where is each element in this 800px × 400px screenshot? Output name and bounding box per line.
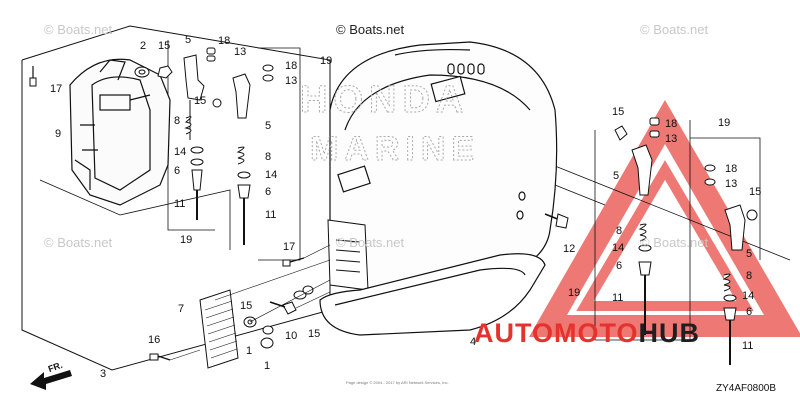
callout-5d: 5	[746, 248, 753, 260]
callout-15b: 15	[194, 95, 207, 107]
callout-4: 4	[470, 336, 477, 348]
callout-17b: 17	[283, 241, 296, 253]
logo-triangle	[529, 99, 800, 337]
callout-13b: 13	[285, 75, 298, 87]
callout-6a: 6	[174, 165, 181, 177]
callout-18c: 18	[665, 118, 678, 130]
cover-lettering: HONDA MARINE	[300, 79, 480, 169]
callout-15f: 15	[749, 186, 762, 198]
callout-8c: 8	[616, 225, 623, 237]
callout-5c: 5	[613, 170, 620, 182]
watermark-center-mid: © Boats.net	[336, 235, 405, 250]
callout-6d: 6	[746, 306, 753, 318]
grille-part-7	[199, 289, 239, 369]
front-direction-arrow	[30, 370, 72, 390]
bracket-box-19b	[258, 47, 301, 261]
bracket-box-19d	[690, 137, 761, 260]
callout-18a: 18	[218, 35, 231, 47]
callout-8a: 8	[174, 115, 181, 127]
callout-5b: 5	[265, 120, 272, 132]
watermark-left-mid: © Boats.net	[44, 235, 113, 250]
callout-14a: 14	[174, 146, 187, 158]
callout-10: 10	[285, 330, 298, 342]
callout-3: 3	[100, 368, 107, 380]
callout-1a: 1	[246, 345, 253, 357]
callout-9: 9	[55, 128, 62, 140]
callout-16: 16	[148, 334, 161, 346]
guide-lines	[169, 244, 331, 361]
top-cover-part-4	[329, 41, 558, 291]
intake-panel	[327, 219, 369, 291]
callout-15d: 15	[308, 328, 321, 340]
callout-19a: 19	[180, 234, 193, 246]
cover-vent-slots	[447, 63, 485, 75]
bolt-part-10	[269, 301, 297, 315]
callout-5a: 5	[185, 34, 192, 46]
fine-print: Page design © 2004 - 2017 by ARI Network…	[346, 380, 449, 385]
callout-1b: 1	[264, 360, 271, 372]
callout-14c: 14	[612, 242, 625, 254]
callout-11a: 11	[174, 198, 186, 210]
seal-rubber	[319, 253, 546, 336]
cover-lettering-line1: HONDA	[300, 79, 469, 121]
diagram-code: ZY4AF0800B	[716, 383, 777, 394]
bracket-assembly-left-a	[183, 47, 222, 220]
nut-part-15a	[157, 65, 173, 79]
automotohub-logo: AUTOMOTOHUB	[474, 318, 700, 349]
callout-19c: 19	[568, 287, 581, 299]
callout-13d: 13	[725, 178, 738, 190]
callout-13a: 13	[234, 46, 247, 58]
inner-cover-part-9	[69, 58, 171, 206]
bracket-assembly-left-b	[232, 64, 274, 245]
grommet-part-2	[134, 66, 150, 78]
logo-part1: AUTOMOTO	[474, 318, 639, 348]
bracket-assembly-right-c	[614, 117, 660, 335]
callout-6c: 6	[616, 260, 623, 272]
callout-13c: 13	[665, 133, 678, 145]
callout-12: 12	[563, 243, 576, 255]
callout-15c: 15	[240, 300, 253, 312]
callout-8b: 8	[265, 151, 272, 163]
bolt-part-12	[544, 213, 569, 229]
callout-11c: 11	[612, 292, 624, 304]
watermark-right-top: © Boats.net	[640, 22, 709, 37]
callout-14d: 14	[742, 290, 755, 302]
callout-11d: 11	[742, 340, 754, 352]
bolt-part-17b	[282, 257, 305, 267]
callout-6b: 6	[265, 186, 272, 198]
callout-18b: 18	[285, 60, 298, 72]
callout-17a: 17	[50, 83, 63, 95]
bracket-assembly-right-d	[704, 164, 758, 365]
watermark-top: © Boats.net	[336, 22, 405, 37]
callout-19b: 19	[320, 55, 333, 67]
screw-part-16	[149, 353, 171, 361]
bracket-box-19c	[594, 120, 691, 341]
nut-part-15c	[262, 325, 274, 335]
callout-14b: 14	[265, 169, 278, 181]
watermark-right-mid: © Boats.net	[640, 235, 709, 250]
washer-part-15d	[293, 285, 314, 300]
callout-18d: 18	[725, 163, 738, 175]
bolt-part-17a	[29, 66, 37, 87]
frame-inner-left	[39, 179, 231, 250]
callout-15a: 15	[158, 40, 171, 52]
watermark-left-top: © Boats.net	[44, 22, 113, 37]
grommet-part-1b	[260, 337, 274, 349]
cover-lettering-line2: MARINE	[310, 130, 480, 168]
callout-8d: 8	[746, 270, 753, 282]
callout-7: 7	[178, 303, 185, 315]
logo-part2: HUB	[638, 318, 701, 348]
callout-15e: 15	[612, 106, 625, 118]
callout-2: 2	[140, 40, 147, 52]
callout-11b: 11	[265, 209, 277, 221]
callout-19d: 19	[718, 117, 731, 129]
